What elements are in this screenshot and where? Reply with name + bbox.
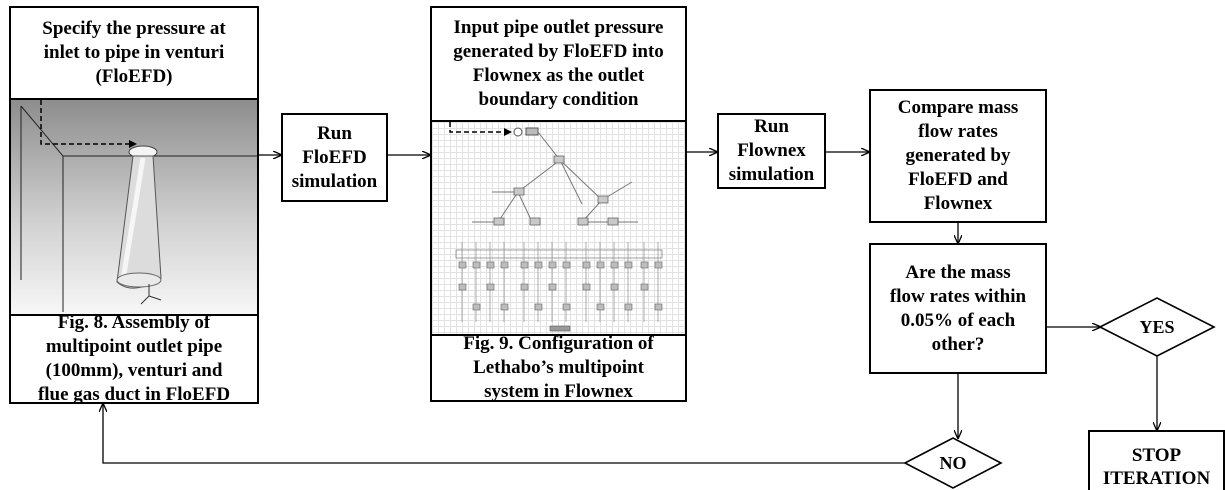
stop-iteration-label: STOP ITERATION <box>1102 445 1211 489</box>
fig8-instruction: Specify the pressure at inlet to pipe in… <box>42 18 226 87</box>
fig8-panel: Specify the pressure at inlet to pipe in… <box>9 6 259 405</box>
yes-diamond <box>1098 297 1216 357</box>
no-diamond <box>903 437 1003 489</box>
flownex-network-drawing <box>449 122 663 332</box>
flownex-network-render <box>432 120 685 336</box>
fig9-instruction: Input pipe outlet pressure generated by … <box>453 17 664 110</box>
fig8-caption: Fig. 8. Assembly of multipoint outlet pi… <box>37 312 231 405</box>
stop-iteration-box: STOP ITERATION <box>1088 430 1225 490</box>
yes-label: YES <box>1139 316 1175 337</box>
fig9-caption: Fig. 9. Configuration of Lethabo’s multi… <box>463 333 654 402</box>
no-label: NO <box>939 452 967 473</box>
fig9-panel: Input pipe outlet pressure generated by … <box>430 6 687 402</box>
run-flownex-label: Run Flownex simulation <box>728 116 815 185</box>
venturi-3d-drawing <box>20 100 257 312</box>
compare-box: Compare mass flow rates generated by Flo… <box>869 89 1047 223</box>
decision-question-box: Are the mass flow rates within 0.05% of … <box>869 243 1047 374</box>
run-floefd-box: Run FloEFD simulation <box>281 113 388 202</box>
decision-question-label: Are the mass flow rates within 0.05% of … <box>889 261 1027 355</box>
arrow-no-loop-back <box>103 404 905 464</box>
run-floefd-label: Run FloEFD simulation <box>291 122 378 192</box>
run-flownex-box: Run Flownex simulation <box>717 113 826 189</box>
compare-label: Compare mass flow rates generated by Flo… <box>897 97 1019 214</box>
venturi-model-render <box>11 98 257 316</box>
